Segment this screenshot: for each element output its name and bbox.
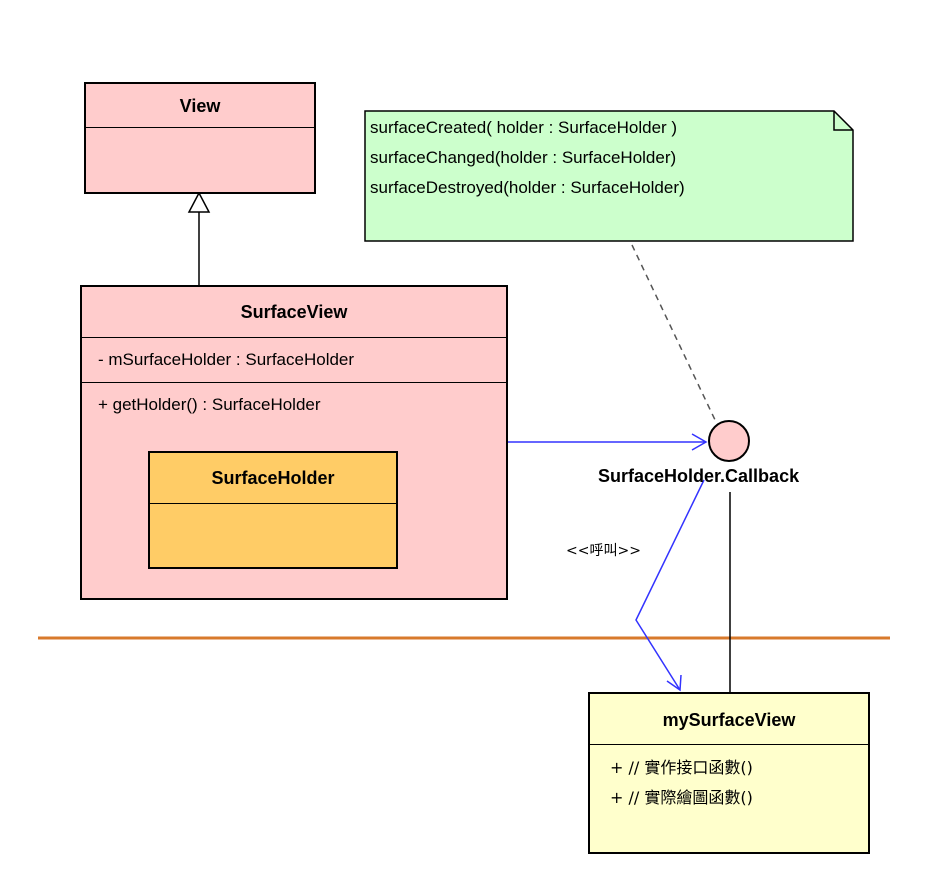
- call-dependency-arrowhead: [666, 674, 682, 692]
- generalization-arrowhead: [187, 191, 211, 213]
- note-line-surface-created: surfaceCreated( holder : SurfaceHolder ): [370, 118, 678, 137]
- class-surface-view-divider-1: [82, 337, 506, 338]
- note-line-surface-destroyed: surfaceDestroyed(holder : SurfaceHolder): [370, 178, 685, 197]
- note-line-surface-changed: surfaceChanged(holder : SurfaceHolder): [370, 148, 677, 167]
- class-surface-holder-divider: [150, 503, 396, 504]
- note-anchor-line: [631, 244, 717, 423]
- call-stereotype-label: <<呼叫>>: [566, 543, 641, 559]
- class-surface-view-operation: + getHolder() : SurfaceHolder: [98, 395, 321, 414]
- callback-methods-note[interactable]: surfaceCreated( holder : SurfaceHolder )…: [364, 110, 854, 242]
- association-arrowhead: [691, 433, 708, 451]
- interface-lollipop-icon: [708, 420, 750, 462]
- class-my-surface-view-operation-implement: + // 實作接口函數(): [610, 758, 753, 777]
- class-surface-view[interactable]: SurfaceView - mSurfaceHolder : SurfaceHo…: [80, 285, 508, 600]
- note-shape: [364, 110, 854, 242]
- class-my-surface-view[interactable]: mySurfaceView + // 實作接口函數() + // 實際繪圖函數(…: [588, 692, 870, 854]
- class-surface-holder[interactable]: SurfaceHolder: [148, 451, 398, 569]
- class-my-surface-view-operation-draw: + // 實際繪圖函數(): [610, 788, 753, 807]
- class-my-surface-view-divider: [590, 744, 868, 745]
- class-view-name: View: [179, 96, 221, 116]
- class-my-surface-view-name: mySurfaceView: [662, 710, 796, 730]
- class-view[interactable]: View: [84, 82, 316, 194]
- class-view-divider: [86, 127, 314, 128]
- class-surface-view-divider-2: [82, 382, 506, 383]
- class-surface-holder-name: SurfaceHolder: [211, 468, 335, 488]
- class-surface-view-name: SurfaceView: [240, 302, 348, 322]
- class-surface-view-attribute: - mSurfaceHolder : SurfaceHolder: [98, 350, 355, 369]
- interface-callback-label: SurfaceHolder.Callback: [598, 466, 800, 486]
- call-dependency-line: [635, 479, 705, 691]
